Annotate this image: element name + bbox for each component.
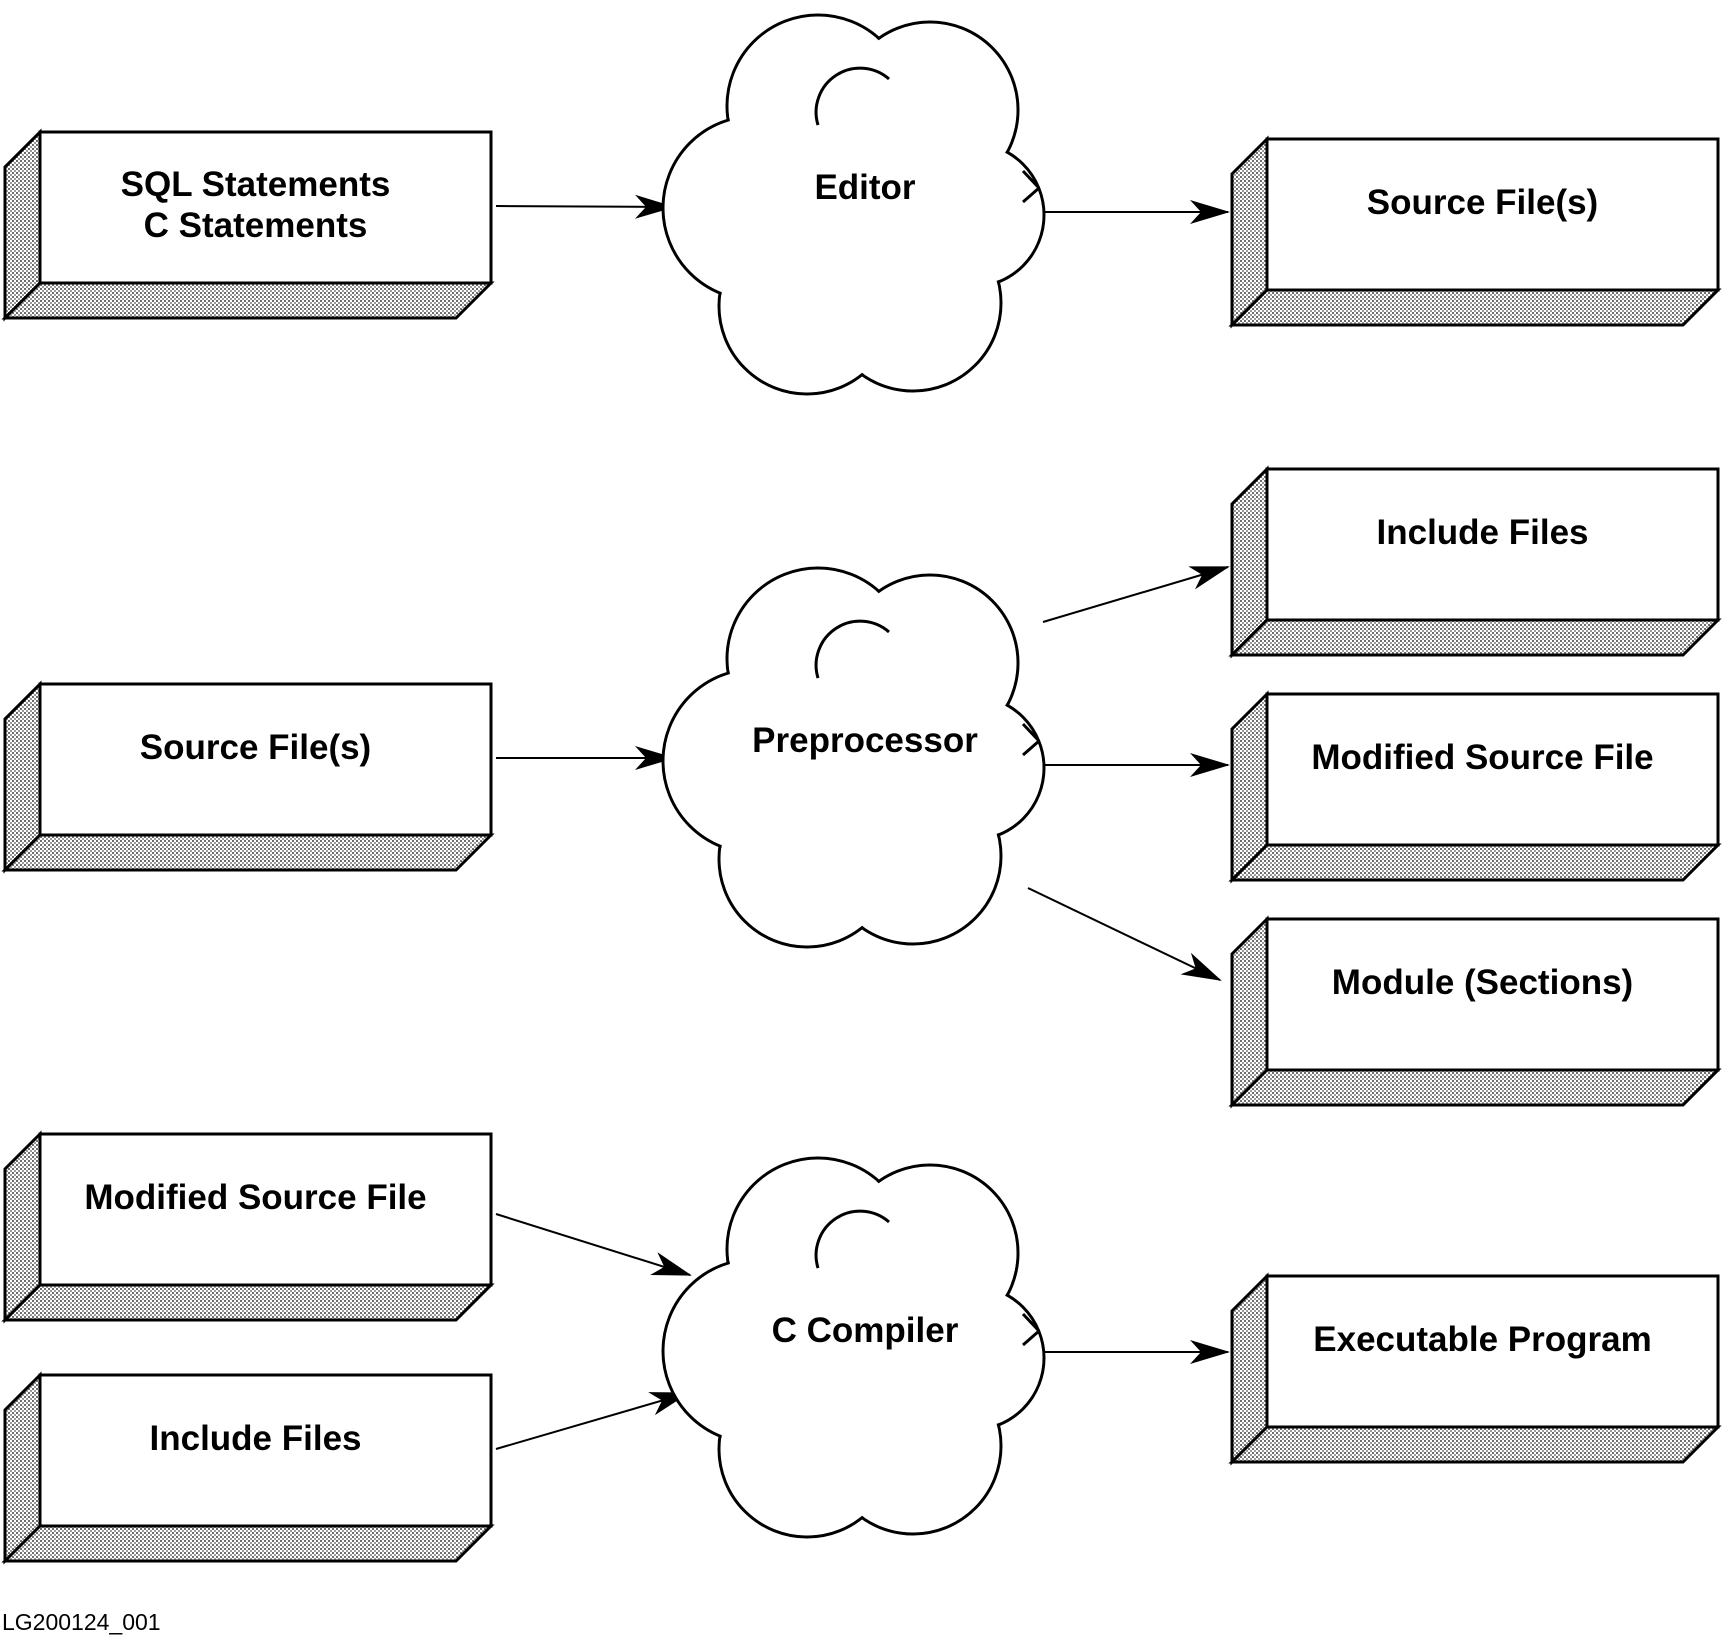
arrow-include-files-to-c-compiler [495,1392,690,1450]
process-label: Editor [814,168,915,207]
arrow-modified-source-file-to-c-compiler [495,1213,692,1276]
output-box-include-files: Include Files [1228,465,1722,659]
box-label: Executable Program [1313,1320,1651,1359]
box-label: Source File(s) [1367,183,1598,222]
figure-id: LG200124_001 [2,1609,161,1635]
arrow-sql-statements-c-statements-to-editor [495,194,675,219]
process-cloud-preprocessor: Preprocessor [661,566,1046,949]
box-label: SQL Statements [121,165,391,204]
box-label: Include Files [150,1419,362,1458]
output-box-executable-program: Executable Program [1228,1272,1722,1466]
input-box-include-files: Include Files [1,1371,495,1565]
box-label: Source File(s) [140,728,371,767]
box-label: Modified Source File [1311,738,1653,777]
process-label: Preprocessor [752,721,978,760]
box-label: C Statements [144,206,368,245]
input-box-modified-source-file: Modified Source File [1,1130,495,1324]
box-label: Modified Source File [84,1178,426,1217]
process-cloud-editor: Editor [661,13,1046,396]
arrow-preprocessor-to-module-sections [1027,887,1222,981]
output-box-modified-source-file: Modified Source File [1228,690,1722,884]
output-box-source-file-s: Source File(s) [1228,135,1722,329]
box-label: Module (Sections) [1332,963,1633,1002]
process-cloud-c-compiler: C Compiler [661,1156,1046,1539]
process-label: C Compiler [772,1311,959,1350]
input-box-source-file-s: Source File(s) [1,680,495,874]
output-box-module-sections: Module (Sections) [1228,915,1722,1109]
box-label: Include Files [1377,513,1589,552]
arrow-preprocessor-to-include-files [1042,566,1230,623]
